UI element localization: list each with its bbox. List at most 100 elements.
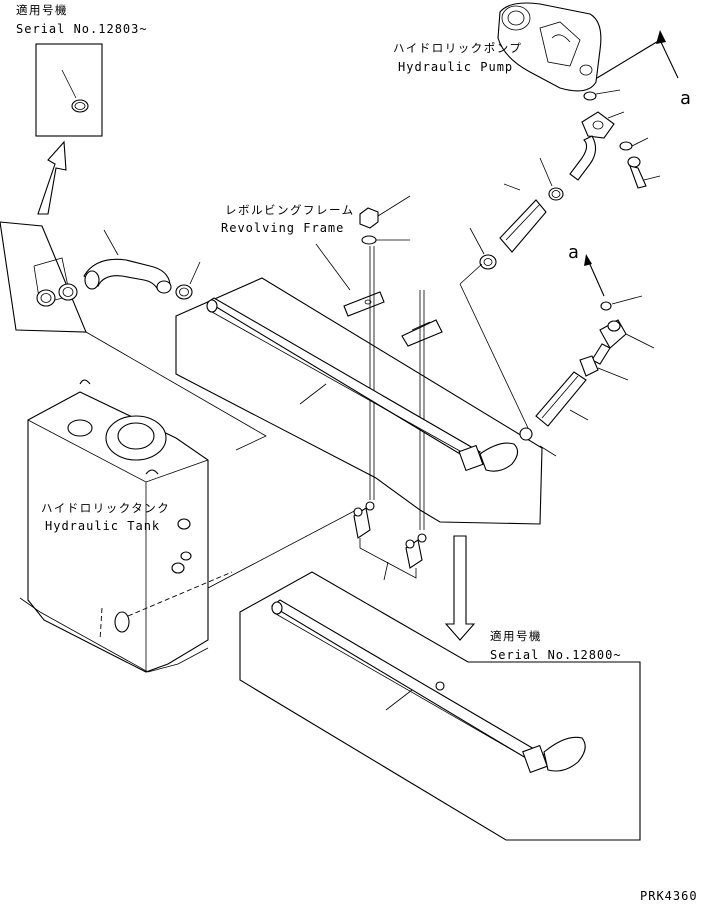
bracket-plate bbox=[401, 319, 443, 347]
flange-hole bbox=[592, 120, 604, 130]
o-ring-icon bbox=[600, 301, 612, 311]
inset-box bbox=[35, 43, 103, 137]
arrow-head-icon bbox=[656, 30, 666, 44]
hose-clamp-icon bbox=[36, 289, 56, 307]
connector-line bbox=[459, 283, 529, 429]
hose-end bbox=[156, 280, 172, 294]
view-a-top: a bbox=[596, 30, 691, 109]
pump-flange bbox=[501, 5, 531, 31]
o-ring-icon bbox=[619, 141, 633, 151]
hose-stripe bbox=[541, 375, 579, 419]
tube-end bbox=[353, 507, 363, 517]
fitting-nipple bbox=[591, 343, 611, 365]
pump-body bbox=[497, 2, 602, 92]
tube-end bbox=[405, 539, 415, 549]
leader-line bbox=[503, 183, 521, 191]
elbow-pipe bbox=[569, 135, 597, 181]
tank-label-jp: ハイドロリックタンク bbox=[41, 501, 170, 515]
hose-body bbox=[499, 199, 547, 253]
suction-line-dashed bbox=[127, 571, 233, 617]
clamp-detail bbox=[0, 221, 87, 333]
pipe-body bbox=[271, 599, 547, 765]
leader-line bbox=[539, 445, 557, 457]
bracket-right bbox=[401, 319, 443, 347]
tank-port-icon bbox=[67, 419, 93, 437]
main-pipe-assembly bbox=[175, 277, 543, 525]
up-arrow-icon bbox=[37, 140, 67, 215]
tank-base bbox=[19, 597, 209, 673]
hose-clamp-icon bbox=[58, 283, 78, 301]
nut-icon bbox=[359, 207, 379, 229]
hose-clamp-inner bbox=[179, 287, 189, 297]
nut-washer bbox=[359, 195, 411, 245]
view-line bbox=[596, 39, 661, 79]
pipe-boss bbox=[435, 681, 445, 691]
frame-label-en: Revolving Frame bbox=[221, 221, 344, 235]
flange-elbow-pipe bbox=[569, 111, 625, 181]
drawing-code: PRK4360 bbox=[640, 889, 698, 903]
lifting-eye bbox=[79, 379, 91, 385]
hose-clamp-inner bbox=[483, 258, 493, 266]
view-line bbox=[659, 39, 679, 79]
pipe-end bbox=[206, 299, 218, 313]
adapter-icon bbox=[579, 355, 599, 377]
tank-hidden-line bbox=[99, 607, 103, 641]
pipe-elbow bbox=[543, 736, 586, 772]
pump-port bbox=[579, 64, 593, 76]
pipe-edge bbox=[211, 311, 477, 461]
hose-clamp-icon bbox=[519, 427, 533, 441]
view-a-label-top: a bbox=[680, 88, 691, 109]
bracket-left bbox=[343, 291, 385, 317]
bolt-shank bbox=[629, 165, 647, 189]
leader-line bbox=[383, 561, 389, 581]
hose-clamp-inner bbox=[74, 102, 86, 110]
hydraulic-tank: ハイドロリックタンク Hydraulic Tank bbox=[19, 379, 209, 673]
return-tubes bbox=[353, 501, 427, 581]
leader-line bbox=[103, 229, 119, 256]
tank-port-icon bbox=[171, 562, 185, 574]
leader-line bbox=[315, 243, 351, 291]
leader-line bbox=[595, 89, 621, 95]
hose-clamp-icon bbox=[479, 254, 497, 270]
hose-clamp-inner bbox=[40, 293, 52, 303]
leader-line bbox=[643, 175, 661, 181]
hose-clamp-icon bbox=[548, 187, 564, 201]
pipe-box-outline bbox=[175, 277, 543, 525]
bracket-edge bbox=[411, 321, 431, 331]
pipe-edge bbox=[275, 613, 541, 767]
connector-line bbox=[85, 331, 267, 451]
inset-serial-12800: 適用号機 Serial No.12800~ bbox=[239, 571, 641, 841]
bracket-plate bbox=[343, 291, 385, 317]
delivery-hose-lower bbox=[535, 371, 589, 427]
pump-detail bbox=[551, 34, 571, 43]
bolt bbox=[627, 156, 661, 189]
clamp-detail-box bbox=[0, 221, 87, 333]
tank-body bbox=[27, 391, 209, 673]
view-a-label-mid: a bbox=[568, 242, 579, 263]
leader-line bbox=[569, 409, 589, 421]
pipe-fitting-block bbox=[458, 444, 484, 472]
hydraulic-pump: ハイドロリックポンプ Hydraulic Pump bbox=[393, 2, 602, 92]
connector-line bbox=[459, 263, 483, 285]
leader-line bbox=[597, 367, 629, 381]
hose-clamp-inner bbox=[62, 287, 74, 297]
lifting-eye bbox=[145, 469, 159, 475]
leader-line bbox=[625, 333, 655, 349]
flange-plate bbox=[581, 111, 615, 139]
view-a-mid: a bbox=[568, 242, 643, 311]
tank-filler-cap bbox=[117, 422, 155, 450]
elbow-fitting bbox=[591, 319, 655, 365]
delivery-hose-upper bbox=[469, 183, 547, 270]
leader-line bbox=[385, 689, 413, 711]
frame-label-jp: レボルビングフレーム bbox=[225, 203, 355, 217]
view-line bbox=[587, 259, 605, 297]
leader-line bbox=[631, 137, 649, 147]
hose-clamp-inner bbox=[551, 190, 561, 198]
leader-line bbox=[469, 227, 485, 255]
pipe-elbow bbox=[479, 442, 519, 472]
hose-clamp-icon bbox=[71, 99, 89, 113]
hose-clamp-icon bbox=[175, 284, 193, 300]
pipe-end bbox=[271, 601, 283, 615]
inset-box bbox=[239, 571, 641, 841]
